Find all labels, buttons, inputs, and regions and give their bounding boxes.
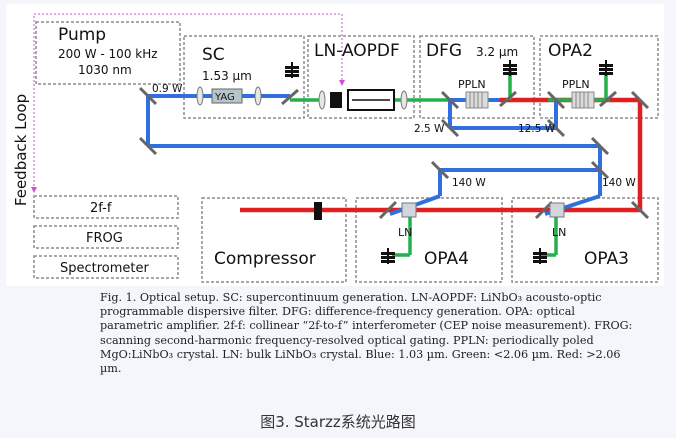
lens: [318, 90, 326, 110]
diagnostic-box-spectrometer: [33, 255, 179, 279]
mirror: [378, 200, 398, 220]
aopdf-block: [330, 92, 342, 108]
mirror: [630, 200, 650, 220]
opa3-title: OPA3: [584, 249, 629, 269]
mirror: [440, 118, 460, 138]
sc-box: [183, 35, 305, 119]
beam-dump: [599, 60, 613, 76]
beam-dump: [285, 62, 299, 78]
pump-spec-line2: 1030 nm: [78, 63, 132, 77]
beam-dump: [503, 60, 517, 76]
mirror: [546, 90, 566, 110]
ln-aopdf-box: [307, 35, 415, 119]
mirror: [138, 86, 158, 106]
mirror: [546, 118, 566, 138]
feedback-loop-label: Feedback Loop: [12, 94, 30, 206]
ln-opa3-crystal: [549, 202, 565, 218]
opa3-box: [511, 197, 659, 283]
feedback-loop-path: [31, 13, 345, 193]
lens: [254, 86, 262, 106]
yag-crystal: [211, 88, 243, 104]
pump-title: Pump: [58, 25, 106, 45]
pump-box: [35, 21, 181, 85]
power-label-140w-opa4: 140 W: [452, 177, 486, 189]
sc-title: SC: [202, 45, 225, 65]
mirrors: [138, 86, 650, 220]
mirror: [499, 90, 517, 108]
power-label-140w-opa3: 140 W: [602, 177, 636, 189]
ppln-dfg-crystal: [465, 91, 489, 109]
mirror: [534, 200, 554, 220]
optical-setup-diagram: Feedback Loop Pump 200 W - 100 kHz 1030 …: [6, 4, 664, 286]
mirror: [138, 136, 158, 156]
opa4-ln-label: LN: [398, 226, 412, 239]
power-label-12-5w: 12.5 W: [518, 123, 556, 135]
mirror: [599, 90, 617, 108]
figure-caption: Fig. 1. Optical setup. SC: supercontinuu…: [100, 291, 633, 376]
compressor-box: [201, 197, 347, 283]
opa4-title: OPA4: [424, 249, 469, 269]
beam-dump: [533, 248, 547, 264]
sc-wavelength: 1.53 µm: [202, 69, 252, 83]
mirror: [430, 160, 450, 180]
dfg-title: DFG: [426, 41, 462, 61]
mirror: [590, 136, 610, 156]
pump-spec-line1: 200 W - 100 kHz: [58, 47, 158, 61]
yag-label: YAG: [214, 92, 235, 103]
lenses: [196, 86, 408, 110]
diagnostic-2f-f: 2f-f: [90, 201, 112, 216]
ln-aopdf-title: LN-AOPDF: [314, 41, 400, 61]
lens: [196, 86, 204, 106]
dfg-wavelength: 3.2 µm: [476, 45, 518, 59]
figure-title: 图3. Starzz系统光路图: [260, 413, 416, 431]
lens: [400, 90, 408, 110]
opa3-ln-label: LN: [552, 226, 566, 239]
compressor-title: Compressor: [214, 249, 316, 269]
dfg-box: [419, 35, 535, 119]
beam-dump: [381, 248, 395, 264]
mirror: [281, 88, 299, 106]
compressor-element: [314, 202, 322, 220]
red-beams: [240, 97, 643, 213]
ppln-opa2-crystal: [571, 91, 595, 109]
power-label-0-9w: 0.9 W: [152, 83, 183, 95]
beam-dumps: [285, 60, 613, 264]
diagnostic-box-frog: [33, 225, 179, 249]
mirror: [590, 160, 610, 180]
opa2-title: OPA2: [548, 41, 593, 61]
diagnostic-spectrometer: Spectrometer: [60, 261, 150, 276]
power-label-2-5w: 2.5 W: [414, 123, 445, 135]
diagnostic-frog: FROG: [86, 231, 123, 246]
dfg-ppln-label: PPLN: [458, 78, 486, 91]
opa2-ppln-label: PPLN: [562, 78, 590, 91]
ln-opa4-crystal: [401, 202, 417, 218]
diagnostic-box-2f-f: [33, 195, 179, 219]
mirror: [440, 90, 460, 110]
mirror: [630, 90, 650, 110]
